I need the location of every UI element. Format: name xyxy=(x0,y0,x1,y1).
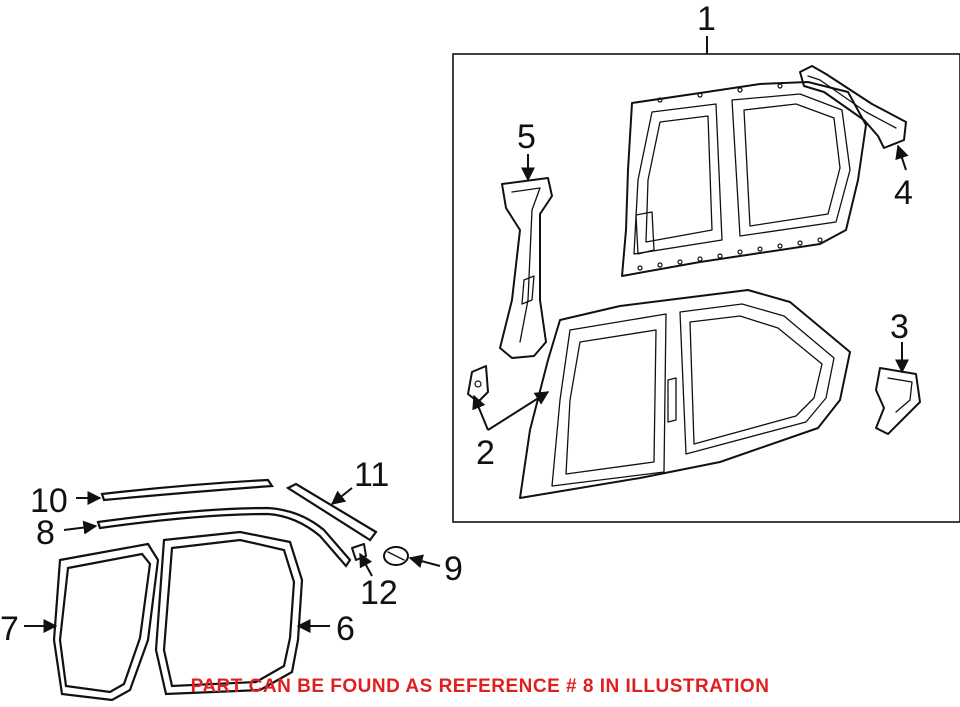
callout-1: 1 xyxy=(697,0,716,38)
leader-4 xyxy=(895,144,909,171)
leader-11 xyxy=(330,487,353,505)
callout-10: 10 xyxy=(30,482,68,520)
callout-5: 5 xyxy=(517,118,536,156)
leader-12 xyxy=(359,552,373,577)
callout-4: 4 xyxy=(894,174,913,212)
outer-side-panel xyxy=(519,289,851,499)
callout-2: 2 xyxy=(476,434,495,472)
inner-side-panel xyxy=(621,81,867,277)
leader-2a xyxy=(472,394,489,431)
callout-11: 11 xyxy=(354,456,389,494)
roof-rail-part xyxy=(799,65,907,149)
bracket-part xyxy=(467,365,489,403)
callout-3: 3 xyxy=(890,308,909,346)
reference-note: PART CAN BE FOUND AS REFERENCE # 8 IN IL… xyxy=(190,676,770,697)
b-pillar-part xyxy=(499,177,553,359)
leader-8 xyxy=(63,520,98,535)
callout-6: 6 xyxy=(336,610,355,648)
clip-part xyxy=(351,543,367,561)
roof-weatherstrip-part xyxy=(96,506,352,568)
reinforcement-part xyxy=(875,367,921,435)
callout-12: 12 xyxy=(360,574,398,612)
rear-door-seal-part xyxy=(52,542,160,702)
bumper-part xyxy=(383,546,409,566)
callout-7: 7 xyxy=(0,610,19,648)
front-door-seal-part xyxy=(154,530,304,696)
callout-8: 8 xyxy=(36,514,55,552)
upper-molding-part xyxy=(100,478,274,502)
leader-2b xyxy=(487,391,550,431)
pillar-molding-part xyxy=(285,482,378,542)
leader-9 xyxy=(408,554,441,569)
callout-9: 9 xyxy=(444,550,463,588)
